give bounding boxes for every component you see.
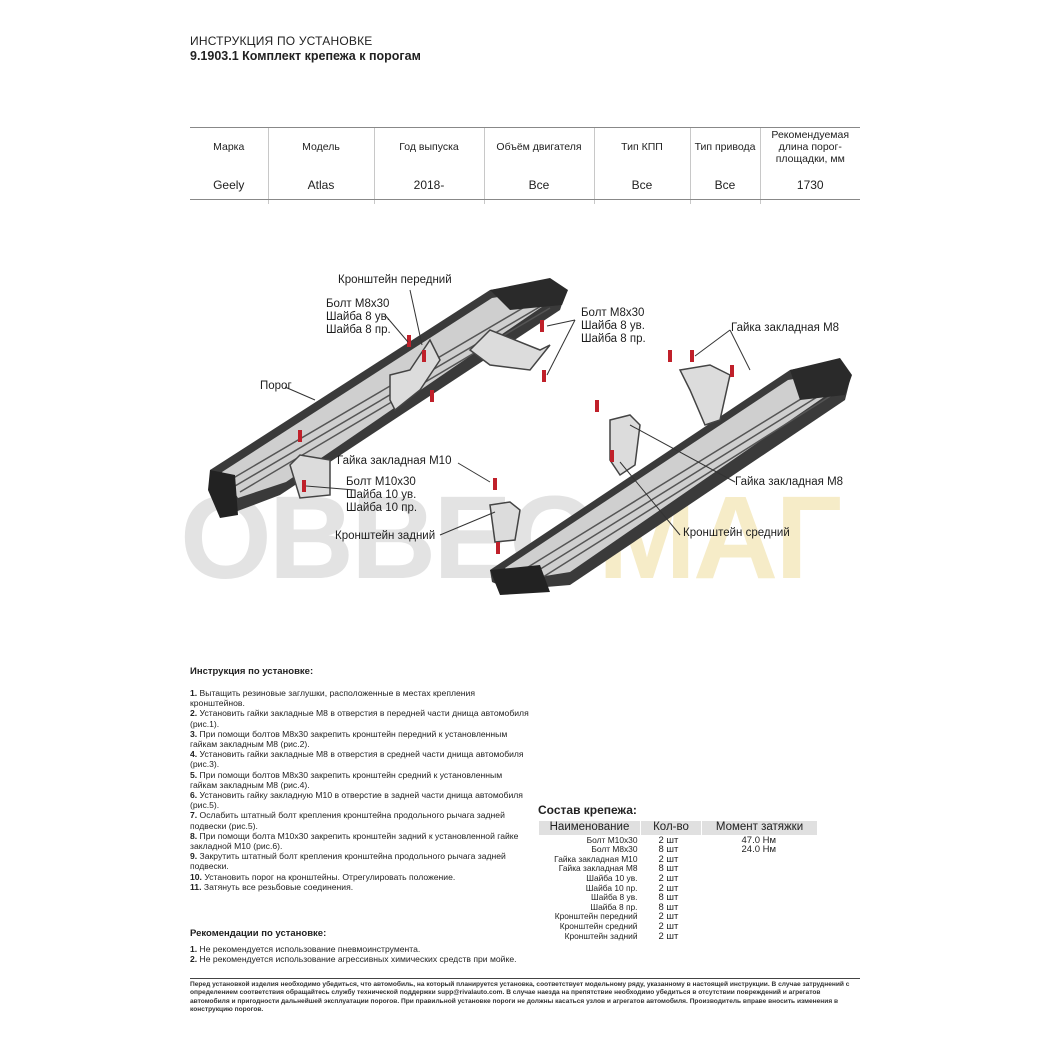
spec-value-cell: Все <box>689 166 760 204</box>
footer-disclaimer: Перед установкой изделия необходимо убед… <box>190 978 860 1015</box>
document-title: 9.1903.1 Комплект крепежа к порогам <box>190 49 421 63</box>
instructions-list: 1. Вытащить резиновые заглушки, располож… <box>190 688 530 892</box>
kit-header-cell: Момент затяжки <box>701 820 818 836</box>
instruction-step: 3. При помощи болтов M8x30 закрепить кро… <box>190 728 508 750</box>
kit-row: Шайба 10 пр.2 шт <box>585 882 679 894</box>
label-middle-bracket: Кронштейн средний <box>683 527 790 539</box>
spec-header-cell: Рекомендуемая длина порог-площадки, мм <box>759 128 860 166</box>
spec-header-cell: Марка <box>213 141 245 153</box>
recommendations-title: Рекомендации по установке: <box>190 928 327 939</box>
bolt-markers <box>298 320 734 554</box>
instruction-step: 7. Ослабить штатный болт крепления кронш… <box>190 810 505 831</box>
spec-header-cell: Модель <box>267 128 374 166</box>
recommendation-item: 1. Не рекомендуется использование пневмо… <box>190 944 421 954</box>
label-nut-m10: Гайка закладная M10 <box>337 455 452 467</box>
spec-header-cell: Тип привода <box>689 128 760 166</box>
vehicle-spec-table: Марка Модель Год выпуска Объём двигателя… <box>190 128 860 204</box>
left-running-board-illustration <box>208 278 568 518</box>
label-nut-m8-top: Гайка закладная M8 <box>731 322 840 334</box>
recommendations-list: 1. Не рекомендуется использование пневмо… <box>190 944 530 964</box>
label-rear-bracket: Кронштейн задний <box>335 530 436 542</box>
instructions-title: Инструкция по установке: <box>190 666 314 677</box>
kit-header-row: Наименование Кол-во Момент затяжки <box>538 820 818 836</box>
spec-value-cell: Geely <box>213 178 245 192</box>
table-top-rule <box>190 127 860 128</box>
right-running-board-illustration <box>490 358 852 595</box>
document-subtitle: ИНСТРУКЦИЯ ПО УСТАНОВКЕ <box>190 34 373 48</box>
spec-header-cell: Тип КПП <box>593 128 690 166</box>
kit-title: Состав крепежа: <box>538 803 637 817</box>
spec-value-cell: Все <box>483 166 594 204</box>
instruction-step: 9. Закрутить штатный болт крепления крон… <box>190 851 506 872</box>
leader-lines <box>284 289 751 536</box>
label-bolt-m10-group: Болт M10x30 Шайба 10 ув. Шайба 10 пр. <box>346 476 418 514</box>
table-bottom-rule <box>190 199 860 200</box>
kit-row: Шайба 8 пр.8 шт <box>590 901 679 913</box>
label-threshold: Порог <box>260 380 292 392</box>
kit-row: Шайба 10 ув.2 шт <box>586 872 679 884</box>
label-left-bolt-group: Болт M8x30 Шайба 8 ув. Шайба 8 пр. <box>326 298 391 336</box>
kit-table: Наименование Кол-во Момент затяжки Болт … <box>538 820 818 941</box>
instruction-step: 1. Вытащить резиновые заглушки, располож… <box>190 688 475 709</box>
spec-header-cell: Объём двигателя <box>483 128 594 166</box>
spec-value-cell: 2018- <box>373 166 484 204</box>
instruction-step: 5. При помощи болтов M8x30 закрепить кро… <box>190 769 503 790</box>
kit-header-cell: Наименование <box>538 820 641 836</box>
instruction-step: 6. Установить гайку закладную M10 в отве… <box>190 790 523 811</box>
spec-header-row: Марка Модель Год выпуска Объём двигателя… <box>190 128 860 166</box>
label-nut-m8-bottom: Гайка закладная M8 <box>735 476 844 488</box>
instruction-step: 8. При помощи болта M10x30 закрепить кро… <box>190 830 519 852</box>
spec-value-cell: Atlas <box>267 166 374 204</box>
label-right-bolt-group: Болт M8x30 Шайба 8 ув. Шайба 8 пр. <box>581 307 646 345</box>
kit-header-cell: Кол-во <box>640 820 702 836</box>
spec-header-cell: Год выпуска <box>373 128 484 166</box>
spec-value-cell: Все <box>593 166 690 204</box>
instruction-step: 4. Установить гайки закладные M8 в отвер… <box>190 749 524 770</box>
spec-value-cell: 1730 <box>759 166 860 204</box>
instruction-step: 11. Затянуть все резьбовые соединения. <box>190 881 354 892</box>
recommendation-item: 2. Не рекомендуется использование агресс… <box>190 954 517 965</box>
right-brackets-illustration <box>489 364 731 543</box>
installation-diagram <box>208 278 852 595</box>
label-front-bracket: Кронштейн передний <box>338 274 452 286</box>
spec-value-row: Geely Atlas 2018- Все Все Все 1730 <box>190 166 860 204</box>
kit-row: Шайба 8 ув.8 шт <box>590 892 679 904</box>
instruction-step: 2. Установить гайки закладные M8 в отвер… <box>190 708 529 729</box>
instruction-step: 10. Установить порог на кронштейны. Отре… <box>190 871 456 882</box>
